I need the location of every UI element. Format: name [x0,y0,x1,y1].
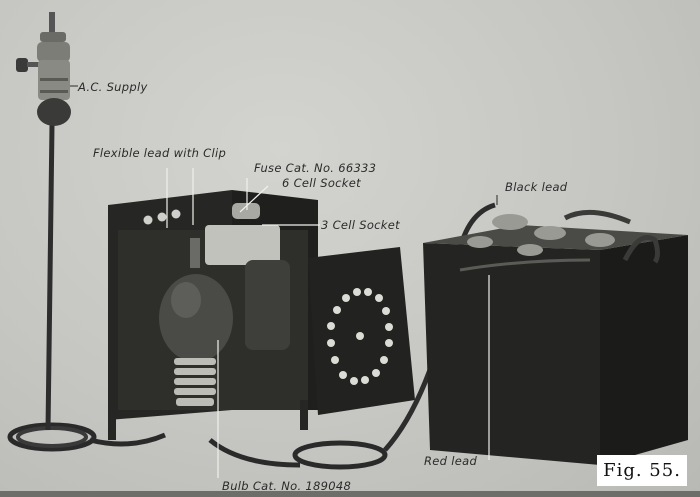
label-bulb: Bulb Cat. No. 189048 [222,479,352,493]
label-red-lead: Red lead [424,454,478,468]
charger-cover-panel [308,247,415,415]
dark-leaders [70,85,498,205]
label-three-cell-socket: 3 Cell Socket [321,218,400,232]
coiled-cord-left [7,422,166,452]
label-ac-supply: A.C. Supply [78,80,148,94]
label-black-lead: Black lead [505,180,568,194]
label-six-cell-socket: 6 Cell Socket [282,176,361,190]
ac-supply-socket [16,12,71,126]
storage-battery [423,209,688,465]
label-fuse: Fuse Cat. No. 66333 [254,161,377,175]
figure-caption: Fig. 55. [597,455,687,486]
label-flexible-lead: Flexible lead with Clip [93,146,227,160]
charger-housing [108,190,318,440]
leader-lines [166,168,490,478]
supply-cord [45,124,55,431]
